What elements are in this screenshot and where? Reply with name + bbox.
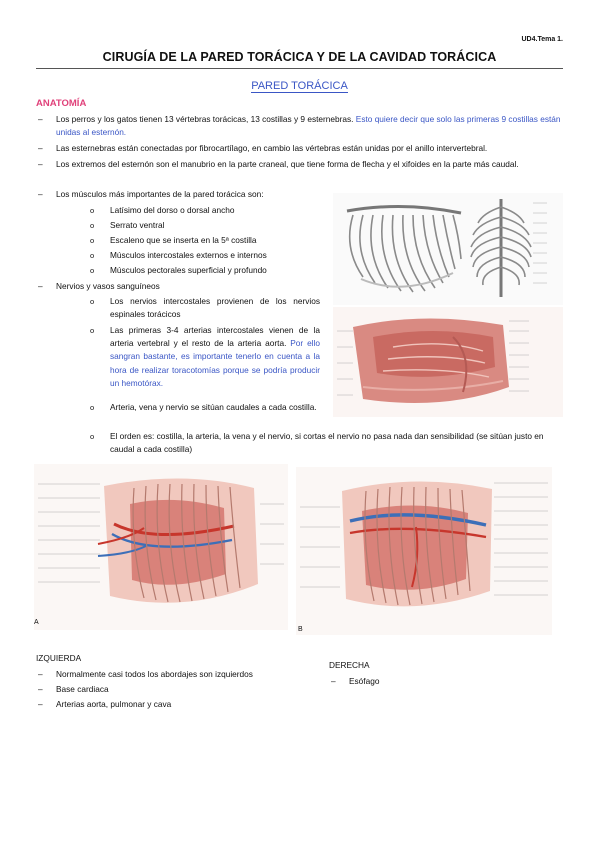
bullet-nerves: Nervios y vasos sanguíneos (36, 280, 160, 293)
title-divider (36, 68, 563, 69)
nerve-item-arteries: Las primeras 3-4 arterias intercostales … (90, 324, 320, 390)
muscle-item: Músculos intercostales externos e intern… (90, 249, 267, 262)
bullet-vertebrae-note: Esto quiere decir que solo las primeras … (56, 114, 561, 138)
bullet-sternebrae: Las esternebras están conectadas por fib… (36, 142, 563, 155)
left-thorax-illustration (97, 478, 258, 603)
ribcage-lateral-illustration (346, 204, 462, 293)
left-side-heading: IZQUIERDA (36, 653, 82, 663)
left-side-item: Base cardiaca (36, 683, 109, 696)
nerve-item-intercostal: Los nervios intercostales provienen de l… (90, 295, 320, 321)
left-side-item: Normalmente casi todos los abordajes son… (36, 668, 253, 681)
bullet-sternum: Los extremos del esternón son el manubri… (36, 158, 563, 171)
thoracic-muscles-figure (333, 307, 563, 417)
doc-reference: UD4.Tema 1. (521, 36, 564, 43)
figure-b-letter: B (298, 626, 303, 633)
anatomy-heading: ANATOMÍA (36, 98, 87, 109)
ribcage-figure (333, 193, 563, 305)
page-title: CIRUGÍA DE LA PARED TORÁCICA Y DE LA CAV… (102, 50, 497, 64)
bullet-vertebrae: Los perros y los gatos tienen 13 vértebr… (36, 113, 563, 139)
nerve-arteries-text: Las primeras 3-4 arterias intercostales … (110, 325, 320, 349)
right-side-item: Esófago (329, 675, 379, 688)
bullet-muscles: Los músculos más importantes de la pared… (36, 188, 316, 201)
section-title-text: PARED TORÁCICA (251, 80, 348, 93)
muscle-item: Serrato ventral (90, 219, 164, 232)
figure-a-letter: A (34, 619, 39, 626)
muscles-illustration (353, 318, 509, 403)
muscle-item: Latísimo del dorso o dorsal ancho (90, 204, 235, 217)
section-title: PARED TORÁCICA (0, 80, 599, 93)
muscle-item: Músculos pectorales superficial y profun… (90, 264, 267, 277)
muscle-item: Escaleno que se inserta en la 5ª costill… (90, 234, 257, 247)
nerve-item-order: El orden es: costilla, la arteria, la ve… (90, 430, 562, 456)
bullet-vertebrae-text: Los perros y los gatos tienen 13 vértebr… (56, 114, 354, 124)
ribcage-ventral-illustration (470, 199, 532, 297)
right-thorax-vessels-figure (296, 467, 552, 635)
left-side-item: Arterias aorta, pulmonar y cava (36, 698, 171, 711)
right-side-heading: DERECHA (329, 660, 370, 670)
nerve-item-position: Arteria, vena y nervio se sitúan caudale… (90, 401, 320, 414)
nerve-arteries-note: Por ello sangran bastante, es importante… (110, 338, 320, 388)
left-thorax-vessels-figure (34, 464, 288, 630)
